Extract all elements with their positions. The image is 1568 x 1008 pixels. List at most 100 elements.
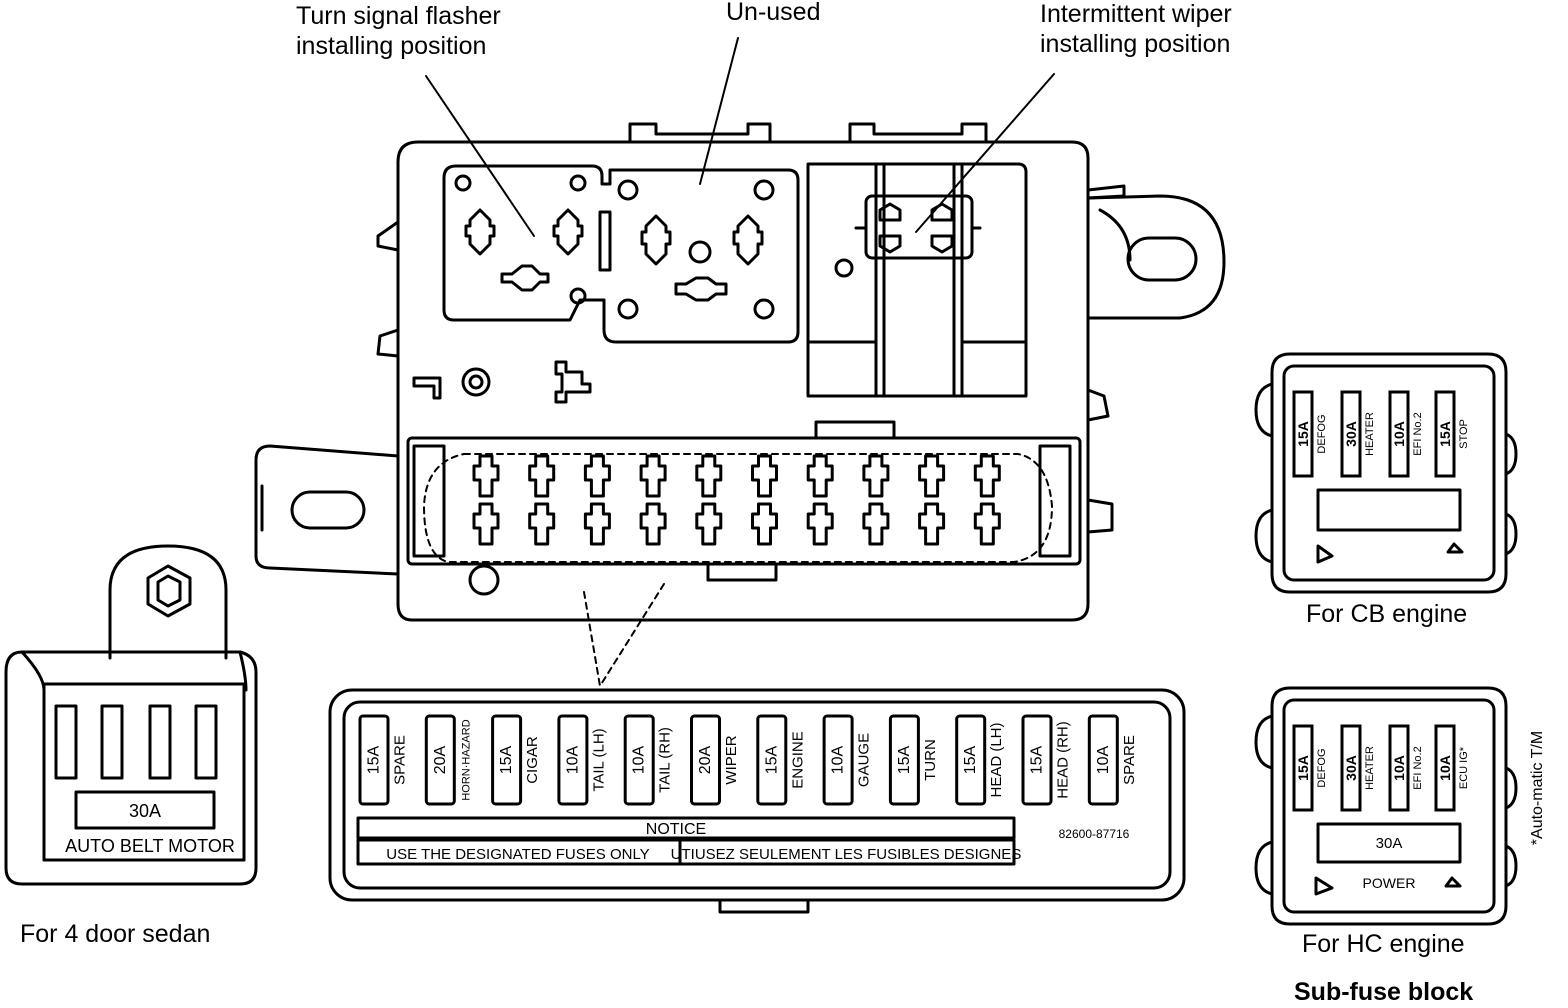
hc-fuse-circuit: DEFOG	[1316, 748, 1328, 787]
hc-fuse-circuit: EFI No.2	[1412, 746, 1424, 789]
auto-belt-fuse-4	[194, 704, 218, 780]
main-fuse-12	[1087, 714, 1119, 806]
auto-belt-rating: 30A	[129, 801, 161, 821]
cb-fuse-circuit: STOP	[1458, 419, 1470, 449]
main-fuse-6	[690, 714, 721, 806]
fuse-slot	[528, 454, 556, 498]
auto-belt-label: AUTO BELT MOTOR	[65, 836, 235, 856]
cb-caption: For CB engine	[1306, 600, 1468, 628]
cb-fuse-circuit: EFI No.2	[1412, 412, 1424, 455]
fuse-slot	[695, 454, 723, 498]
fuse-slot	[583, 502, 611, 546]
fuse-slot	[862, 454, 890, 498]
junction-block-body	[254, 122, 1226, 622]
main-fuse-circuit: HEAD (RH)	[1055, 721, 1072, 799]
cb-fuse-2	[1340, 390, 1362, 478]
hc-fuse-4	[1434, 724, 1456, 812]
hc-fuse-1	[1292, 724, 1314, 812]
main-fuse-rating: 15A	[763, 745, 780, 774]
fuse-slot	[806, 502, 834, 546]
main-fuse-7	[756, 714, 788, 806]
fuse-slot	[806, 454, 834, 498]
hc-power-rating: 30A	[1376, 835, 1403, 852]
main-fuse-rating: 15A	[366, 745, 383, 774]
hc-engine-block	[1254, 686, 1518, 926]
unused-leader	[699, 37, 739, 185]
hc-fuse-rating: 15A	[1295, 755, 1311, 781]
turn-signal-leader	[425, 75, 535, 237]
fuse-area-callout	[423, 453, 1053, 687]
fuse-slot	[973, 454, 1001, 498]
main-fuse-circuit: SPARE	[392, 735, 409, 785]
fuse-slot	[862, 502, 890, 546]
fuse-slot	[639, 502, 667, 546]
notice-title: NOTICE	[646, 821, 706, 838]
main-fuse-rating: 10A	[830, 745, 847, 774]
main-fuse-circuit: HEAD (LH)	[988, 722, 1005, 797]
cb-fuse-4	[1434, 390, 1456, 478]
main-fuse-rating: 20A	[432, 745, 449, 774]
cb-fuse-circuit: DEFOG	[1316, 414, 1328, 453]
wiper-callout-line2: installing position	[1040, 30, 1231, 58]
hc-fuse-3	[1388, 724, 1410, 812]
main-fuse-9	[888, 714, 920, 806]
cb-fuse-circuit: HEATER	[1364, 412, 1376, 456]
cb-fuse-rating: 15A	[1437, 421, 1453, 447]
main-fuse-circuit: GAUGE	[856, 733, 873, 787]
unused-callout: Un-used	[726, 0, 821, 26]
hc-caption: For HC engine	[1302, 930, 1465, 958]
main-fuse-rating: 10A	[1095, 745, 1112, 774]
main-fuse-4	[557, 714, 589, 806]
main-fuse-rating: 15A	[1029, 745, 1046, 774]
auto-belt-fuse-1	[54, 704, 78, 780]
main-fuse-rating: 10A	[564, 745, 581, 774]
main-fuse-circuit: TAIL (RH)	[657, 727, 674, 793]
notice-english: USE THE DESIGNATED FUSES ONLY	[386, 846, 649, 863]
hc-fuse-circuit: HEATER	[1364, 746, 1376, 790]
auto-belt-fuse-block	[4, 544, 258, 886]
main-fuse-8	[822, 714, 854, 806]
fuse-slot	[583, 454, 611, 498]
main-fuse-rating: 15A	[962, 745, 979, 774]
main-fuse-rating: 20A	[697, 745, 714, 774]
fuse-slot	[472, 502, 500, 546]
hc-fuse-circuit: ECU IG*	[1458, 746, 1470, 789]
fuse-slot	[751, 502, 778, 546]
main-fuse-circuit: WIPER	[723, 735, 740, 784]
fuse-slot	[918, 502, 946, 546]
turn-signal-callout-line2: installing position	[296, 32, 487, 60]
hc-fuse-rating: 30A	[1343, 755, 1359, 781]
main-fuse-5	[623, 714, 655, 806]
main-fuse-circuit: CIGAR	[524, 736, 541, 784]
wiper-callout-line1: Intermittent wiper	[1040, 0, 1232, 28]
turn-signal-callout-line1: Turn signal flasher	[296, 2, 501, 30]
main-fuse-circuit: TURN	[922, 739, 939, 781]
hc-fuse-2	[1340, 724, 1362, 812]
cb-engine-block	[1254, 352, 1518, 594]
wiper-leader	[915, 73, 1055, 233]
main-fuse-11	[1021, 714, 1053, 806]
fuse-slot	[973, 502, 1001, 546]
main-fuse-label	[328, 688, 1186, 914]
fuse-slot	[472, 454, 500, 498]
main-fuse-circuit: ENGINE	[789, 731, 806, 789]
main-fuse-1	[358, 714, 390, 806]
hc-fuse-rating: 10A	[1437, 755, 1453, 781]
cb-fuse-rating: 15A	[1295, 421, 1311, 447]
fuse-slot	[751, 454, 778, 498]
hc-side-note: *Auto-matic T/M	[1529, 731, 1546, 845]
sub-fuse-block-title: Sub-fuse block	[1294, 978, 1474, 1006]
part-number: 82600-87716	[1059, 827, 1130, 841]
cb-fuse-1	[1292, 390, 1314, 478]
main-fuse-circuit: TAIL (LH)	[590, 728, 607, 791]
fuse-slot	[639, 454, 667, 498]
main-fuse-circuit: SPARE	[1121, 735, 1138, 785]
main-fuse-circuit: HORN·HAZARD	[460, 719, 472, 800]
cb-fuse-rating: 10A	[1391, 421, 1407, 447]
fuse-slot	[918, 454, 946, 498]
notice-french: UTIUSEZ SEULEMENT LES FUSIBLES DESIGNES	[671, 846, 1022, 863]
auto-belt-fuse-3	[148, 704, 172, 780]
fuse-slot	[528, 502, 556, 546]
cb-fuse-3	[1388, 390, 1410, 478]
